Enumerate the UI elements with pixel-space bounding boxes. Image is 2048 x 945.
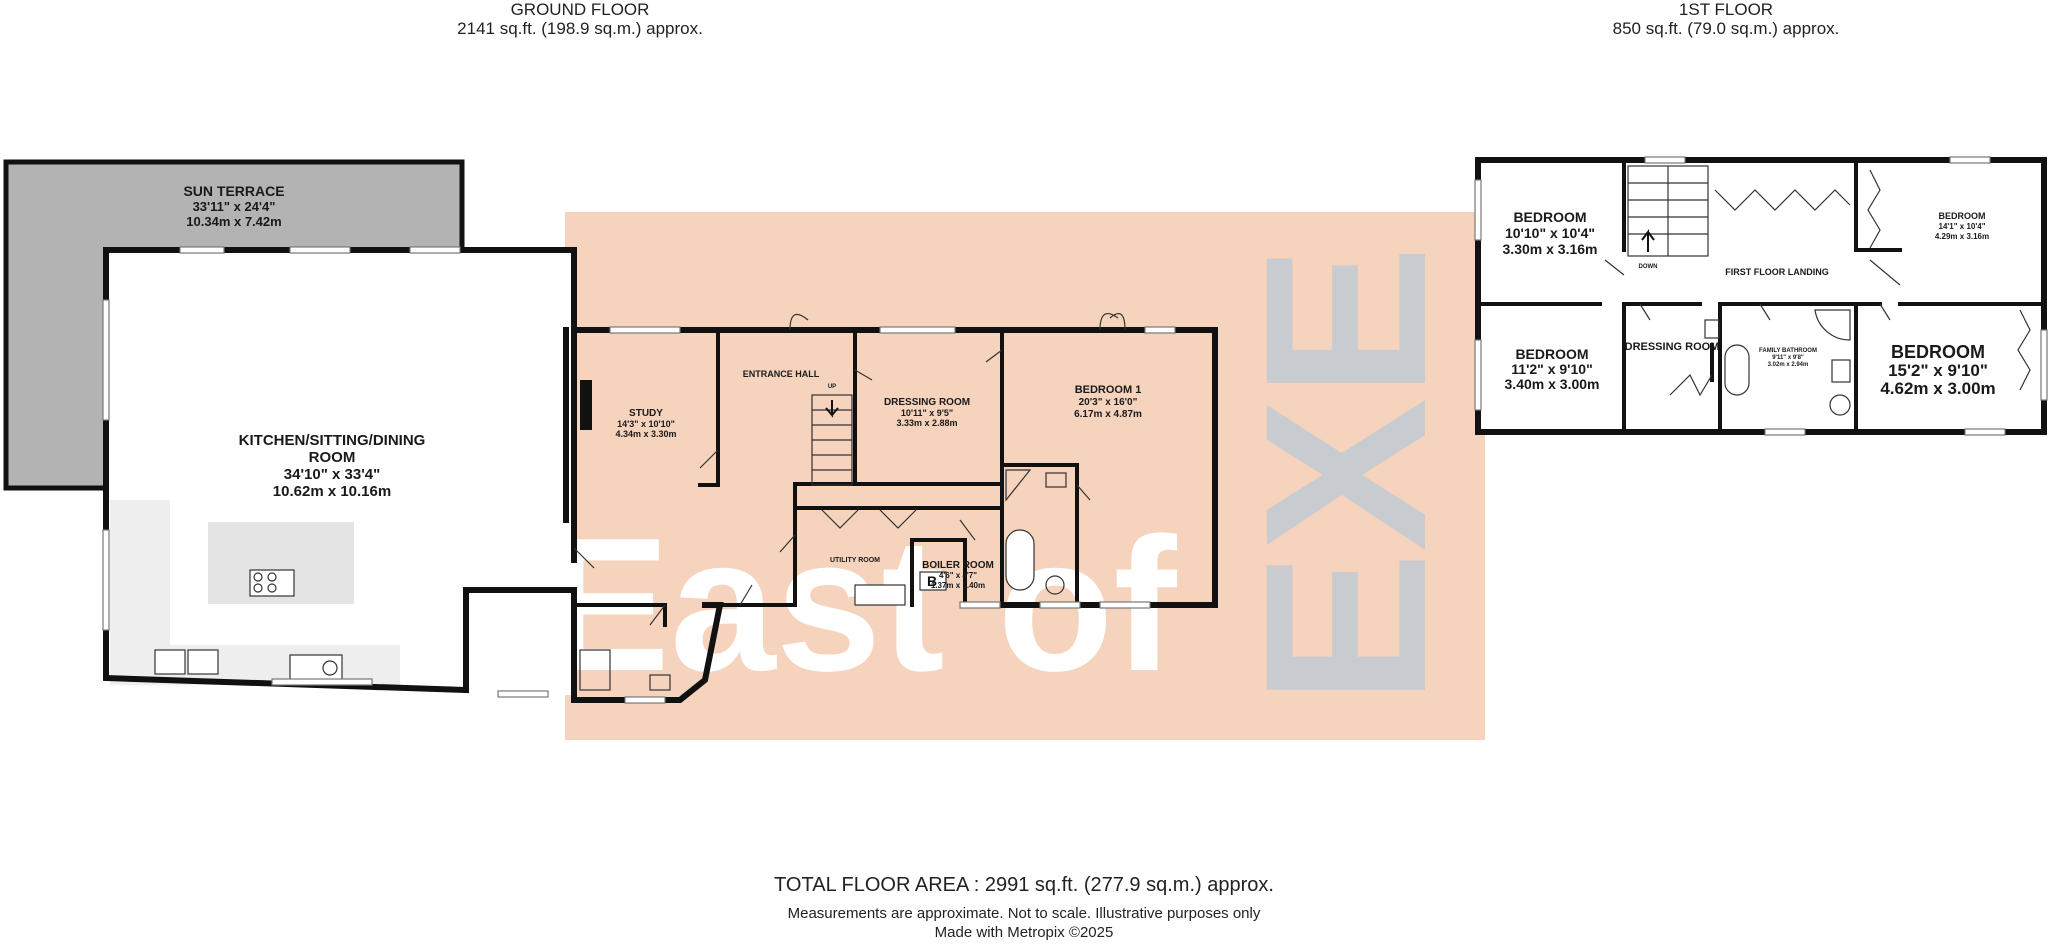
kitchen-imperial: 34'10" x 33'4" bbox=[284, 466, 380, 483]
kitchen-metric: 10.62m x 10.16m bbox=[273, 483, 391, 500]
metropix-credit: Made with Metropix ©2025 bbox=[934, 924, 1114, 941]
room-label-bedroom-d: BEDROOM 15'2" x 9'10" 4.62m x 3.00m bbox=[1880, 342, 1995, 398]
first-floor-plan bbox=[1474, 156, 2048, 436]
dressing-room-metric: 3.33m x 2.88m bbox=[896, 418, 957, 428]
landing-stair-label: DOWN bbox=[1639, 264, 1658, 270]
first-floor-area: 850 sq.ft. (79.0 sq.m.) approx. bbox=[1612, 19, 1840, 38]
watermark-brand-right: EXE bbox=[1217, 245, 1474, 705]
room-label-boiler-room: BOILER ROOM 4'6" x 4'7" 1.37m x 1.40m bbox=[922, 560, 994, 590]
ground-floor-area: 2141 sq.ft. (198.9 sq.m.) approx. bbox=[457, 19, 703, 38]
ff-dressing-room-name: DRESSING ROOM bbox=[1625, 341, 1720, 353]
room-label-utility-room: UTILITY ROOM bbox=[830, 557, 880, 564]
family-bathroom-imperial: 9'11" x 9'8" bbox=[1772, 355, 1804, 361]
bedroom-b-metric: 4.29m x 3.16m bbox=[1935, 232, 1989, 241]
room-label-bedroom1: BEDROOM 1 20'3" x 16'0" 6.17m x 4.87m bbox=[1074, 384, 1142, 420]
entrance-hall-name: ENTRANCE HALL bbox=[743, 369, 820, 379]
sun-terrace-metric: 10.34m x 7.42m bbox=[186, 214, 281, 229]
kitchen-sitting-dining-room bbox=[102, 246, 577, 698]
boiler-symbol: B bbox=[927, 573, 937, 589]
first-floor-stairs bbox=[1627, 165, 1709, 257]
bedroom-c-name: BEDROOM bbox=[1515, 346, 1588, 362]
total-floor-area: TOTAL FLOOR AREA : 2991 sq.ft. (277.9 sq… bbox=[774, 874, 1274, 896]
utility-room-name: UTILITY ROOM bbox=[830, 557, 880, 564]
boiler-room-name: BOILER ROOM bbox=[922, 560, 994, 571]
boiler-room-imperial: 4'6" x 4'7" bbox=[939, 571, 977, 580]
bedroom-a-metric: 3.30m x 3.16m bbox=[1503, 241, 1598, 257]
study-name: STUDY bbox=[629, 408, 663, 419]
room-label-bedroom-b: BEDROOM 14'1" x 10'4" 4.29m x 3.16m bbox=[1935, 211, 1989, 241]
entrance-stair-label: UP bbox=[828, 384, 836, 390]
bedroom-a-imperial: 10'10" x 10'4" bbox=[1505, 225, 1595, 241]
bedroom-b-imperial: 14'1" x 10'4" bbox=[1939, 222, 1986, 231]
bedroom-d-metric: 4.62m x 3.00m bbox=[1880, 379, 1995, 398]
disclaimer: Measurements are approximate. Not to sca… bbox=[787, 905, 1261, 922]
ground-floor-title: GROUND FLOOR bbox=[510, 0, 650, 19]
first-floor-title: 1ST FLOOR bbox=[1678, 0, 1774, 19]
first-floor-heading: 1ST FLOOR 850 sq.ft. (79.0 sq.m.) approx… bbox=[1526, 0, 1926, 38]
room-label-study: STUDY 14'3" x 10'10" 4.34m x 3.30m bbox=[615, 408, 676, 439]
boiler-room-metric: 1.37m x 1.40m bbox=[931, 581, 985, 590]
ground-floor-stairs bbox=[811, 394, 853, 486]
bedroom-d-name: BEDROOM bbox=[1891, 342, 1985, 362]
room-label-landing: FIRST FLOOR LANDING DOWN bbox=[1639, 264, 1829, 277]
bedroom-a-name: BEDROOM bbox=[1513, 209, 1586, 225]
bedroom-b-name: BEDROOM bbox=[1939, 211, 1986, 221]
bedroom1-metric: 6.17m x 4.87m bbox=[1074, 409, 1142, 420]
room-label-ff-dressing-room: DRESSING ROOM bbox=[1625, 341, 1720, 353]
room-label-family-bathroom: FAMILY BATHROOM 9'11" x 9'8" 3.02m x 2.9… bbox=[1759, 348, 1817, 368]
bedroom1-imperial: 20'3" x 16'0" bbox=[1079, 397, 1138, 408]
study-imperial: 14'3" x 10'10" bbox=[617, 419, 675, 429]
room-label-bedroom-a: BEDROOM 10'10" x 10'4" 3.30m x 3.16m bbox=[1503, 209, 1598, 257]
bedroom-c-metric: 3.40m x 3.00m bbox=[1505, 376, 1600, 392]
landing-name: FIRST FLOOR LANDING bbox=[1725, 267, 1829, 277]
family-bathroom-metric: 3.02m x 2.94m bbox=[1768, 362, 1809, 368]
ground-floor-heading: GROUND FLOOR 2141 sq.ft. (198.9 sq.m.) a… bbox=[380, 0, 780, 38]
room-label-entrance-hall: ENTRANCE HALL UP bbox=[743, 369, 836, 390]
bedroom1-name: BEDROOM 1 bbox=[1075, 384, 1142, 396]
family-bathroom-name: FAMILY BATHROOM bbox=[1759, 348, 1817, 354]
bedroom-c-imperial: 11'2" x 9'10" bbox=[1511, 361, 1592, 377]
kitchen-name-line1: KITCHEN/SITTING/DINING bbox=[239, 432, 426, 449]
dressing-room-imperial: 10'11" x 9'5" bbox=[901, 408, 953, 418]
room-label-bedroom-c: BEDROOM 11'2" x 9'10" 3.40m x 3.00m bbox=[1505, 346, 1600, 392]
bedroom-d-imperial: 15'2" x 9'10" bbox=[1888, 361, 1988, 380]
room-label-kitchen: KITCHEN/SITTING/DINING ROOM 34'10" x 33'… bbox=[239, 432, 426, 500]
ground-floor-walls: B bbox=[563, 312, 1218, 704]
room-label-sun-terrace: SUN TERRACE 33'11" x 24'4" 10.34m x 7.42… bbox=[183, 183, 284, 229]
sun-terrace-imperial: 33'11" x 24'4" bbox=[193, 199, 276, 214]
study-metric: 4.34m x 3.30m bbox=[615, 429, 676, 439]
kitchen-name-line2: ROOM bbox=[309, 449, 356, 466]
dressing-room-name: DRESSING ROOM bbox=[884, 397, 970, 408]
sun-terrace-name: SUN TERRACE bbox=[183, 183, 284, 199]
room-label-dressing-room: DRESSING ROOM 10'11" x 9'5" 3.33m x 2.88… bbox=[884, 397, 970, 428]
